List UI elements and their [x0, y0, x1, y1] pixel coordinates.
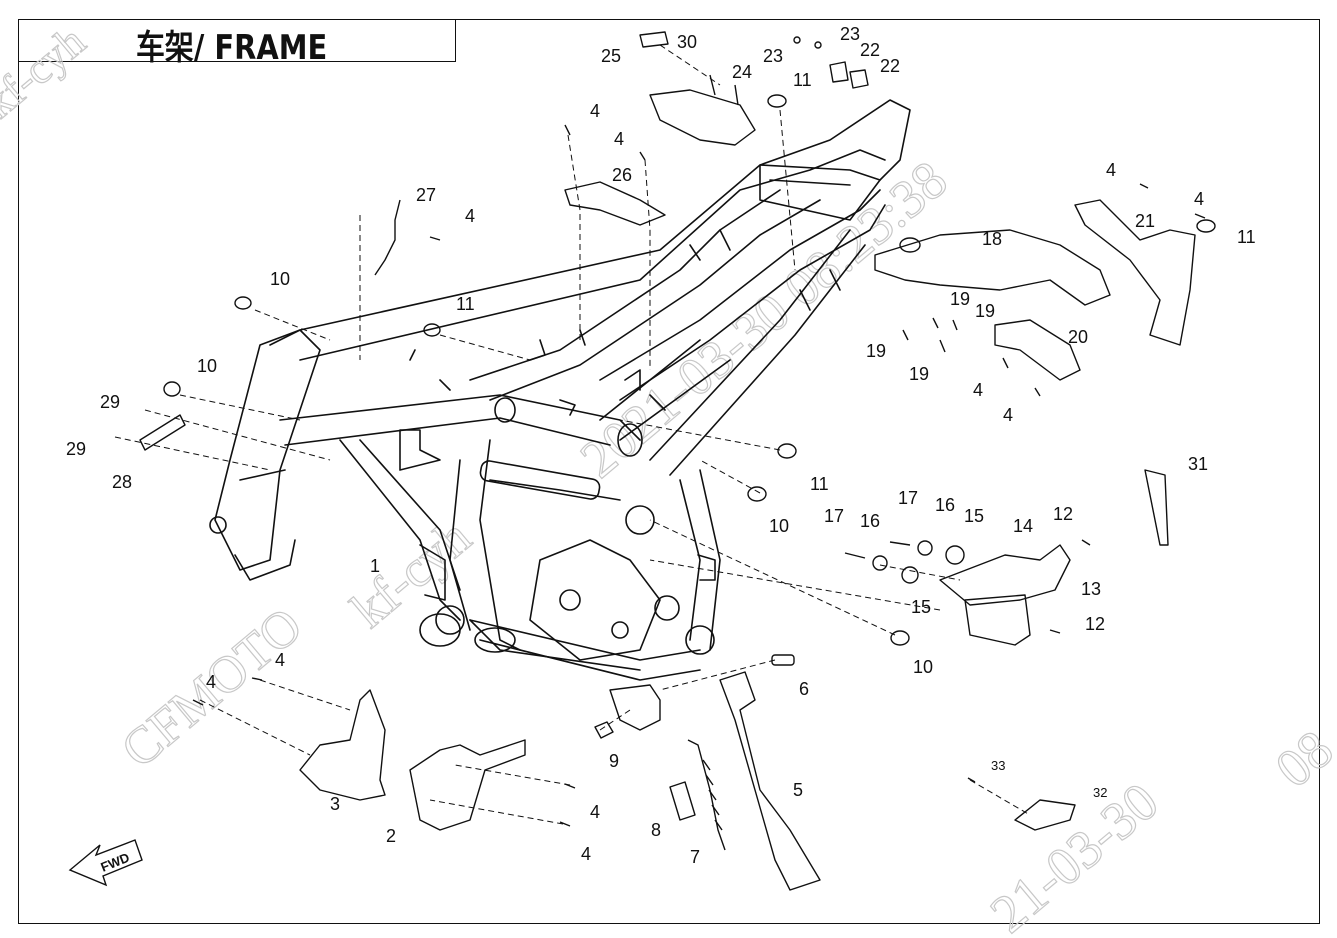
callout-3: 3: [330, 794, 340, 814]
watermark-left: kf-cyh: [0, 16, 94, 127]
fwd-arrow-icon: FWD: [68, 839, 143, 887]
callout-2: 2: [386, 826, 396, 846]
callout-10: 10: [913, 657, 933, 677]
callout-4: 4: [590, 101, 600, 121]
callout-26: 26: [612, 165, 632, 185]
callout-12: 12: [1053, 504, 1073, 524]
callout-28: 28: [112, 472, 132, 492]
callout-17: 17: [898, 488, 918, 508]
leader-lines: [114, 44, 1031, 825]
callout-4: 4: [465, 206, 475, 226]
callout-30: 30: [677, 32, 697, 52]
callout-4: 4: [275, 650, 285, 670]
callout-4: 4: [973, 380, 983, 400]
callout-24: 24: [732, 62, 752, 82]
callout-31: 31: [1188, 454, 1208, 474]
callout-23: 23: [840, 24, 860, 44]
callout-25: 25: [601, 46, 621, 66]
watermark-date-bottom: 21-03-30: [979, 771, 1169, 938]
callout-4: 4: [581, 844, 591, 864]
callout-18: 18: [982, 229, 1002, 249]
callout-16: 16: [935, 495, 955, 515]
callout-4: 4: [1003, 405, 1013, 425]
callout-29: 29: [100, 392, 120, 412]
callout-11: 11: [1237, 227, 1256, 247]
callout-19: 19: [909, 364, 929, 384]
callout-11: 11: [456, 294, 475, 314]
callout-16: 16: [860, 511, 880, 531]
callout-4: 4: [590, 802, 600, 822]
main-frame: [209, 99, 911, 681]
callout-17: 17: [824, 506, 844, 526]
callout-15: 15: [911, 597, 931, 617]
callout-14: 14: [1013, 516, 1033, 536]
callout-19: 19: [975, 301, 995, 321]
callout-27: 27: [416, 185, 436, 205]
callout-11: 11: [810, 474, 829, 494]
callouts: 25 30 24 11 23 23 22 22 4 4 26 27 4 10 1…: [66, 24, 1256, 867]
callout-7: 7: [690, 847, 700, 867]
callout-22: 22: [860, 40, 880, 60]
callout-10: 10: [270, 269, 290, 289]
callout-19: 19: [866, 341, 886, 361]
callout-19: 19: [950, 289, 970, 309]
callout-20: 20: [1068, 327, 1088, 347]
callout-8: 8: [651, 820, 661, 840]
callout-4: 4: [1194, 189, 1204, 209]
callout-11: 11: [793, 70, 812, 90]
watermark-corner: 08: [1264, 719, 1337, 800]
watermarks: kf-cyh CFMOTO kf-cyh 2021-03-30 08:23:38…: [0, 16, 1337, 938]
callout-33: 33: [991, 758, 1005, 773]
diagram-border: [18, 19, 1320, 924]
parts: [139, 31, 1216, 891]
callout-12: 12: [1085, 614, 1105, 634]
callout-6: 6: [799, 679, 809, 699]
title-box: [18, 19, 456, 62]
callout-9: 9: [609, 751, 619, 771]
callout-4: 4: [206, 672, 216, 692]
diagram-title: 车架/ FRAME: [136, 28, 328, 68]
callout-5: 5: [793, 780, 803, 800]
callout-29: 29: [66, 439, 86, 459]
callout-10: 10: [197, 356, 217, 376]
callout-32: 32: [1093, 785, 1107, 800]
callout-10: 10: [769, 516, 789, 536]
callout-4: 4: [614, 129, 624, 149]
callout-13: 13: [1081, 579, 1101, 599]
callout-1: 1: [370, 556, 380, 576]
callout-23: 23: [763, 46, 783, 66]
callout-4: 4: [1106, 160, 1116, 180]
callout-15: 15: [964, 506, 984, 526]
callout-22: 22: [880, 56, 900, 76]
callout-21: 21: [1135, 211, 1155, 231]
